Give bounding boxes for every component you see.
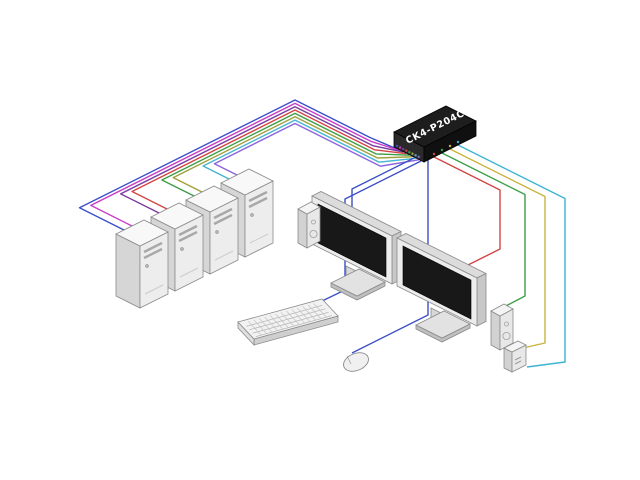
computer-2-top-face bbox=[150, 202, 204, 230]
keyboard bbox=[237, 298, 339, 347]
switch-port-icon bbox=[456, 140, 460, 144]
remote-device-top-face bbox=[503, 340, 527, 353]
key-column-icon bbox=[313, 303, 327, 318]
speaker-cone-icon bbox=[309, 229, 318, 238]
drive-bay-icon bbox=[143, 241, 163, 254]
monitor2-video-cable bbox=[433, 156, 501, 270]
cable-pc4-a bbox=[202, 119, 416, 180]
drive-bay-icon bbox=[213, 207, 233, 220]
cable-pc2-b bbox=[131, 109, 407, 210]
kvm-switch-top-face bbox=[393, 105, 477, 148]
speaker-tweeter-icon bbox=[311, 219, 316, 225]
remote-device bbox=[503, 340, 527, 373]
drive-bay-icon bbox=[178, 230, 198, 243]
switch-port-icon bbox=[440, 148, 444, 152]
kvm-switch bbox=[393, 105, 477, 163]
key-column-icon bbox=[248, 321, 262, 336]
speaker-2-top-face bbox=[490, 303, 514, 317]
cable-layer bbox=[78, 99, 566, 368]
key-column-icon bbox=[264, 316, 278, 331]
speaker-1-left-face bbox=[297, 208, 308, 249]
key-column-icon bbox=[275, 313, 289, 328]
power-button-icon bbox=[250, 213, 254, 217]
device-button-icon bbox=[514, 360, 522, 365]
device-layer bbox=[115, 105, 527, 373]
speaker-cable bbox=[441, 152, 526, 309]
key-column-icon bbox=[286, 310, 300, 325]
speaker-2 bbox=[490, 303, 514, 351]
drive-bay-icon bbox=[143, 247, 163, 260]
switch-port-icon bbox=[432, 152, 436, 156]
key-column-icon bbox=[253, 319, 267, 334]
cable-pc4-b bbox=[213, 122, 419, 176]
key-column-icon bbox=[302, 306, 316, 321]
mouse bbox=[343, 352, 369, 372]
monitor-screen bbox=[402, 245, 472, 320]
monitor-1 bbox=[311, 191, 402, 301]
switch-port-icon bbox=[417, 155, 420, 159]
monitor-2 bbox=[396, 233, 487, 343]
monitor-base bbox=[330, 268, 386, 297]
cable-pc3-b bbox=[172, 116, 413, 193]
switch-port-icon bbox=[414, 154, 417, 157]
switch-port-icon bbox=[395, 144, 399, 148]
speaker-1 bbox=[297, 201, 321, 249]
drive-bay-icon bbox=[248, 196, 268, 209]
key-column-icon bbox=[280, 312, 295, 327]
computer-4-top-face bbox=[220, 168, 274, 196]
computer-1 bbox=[115, 219, 169, 309]
switch-port-icon bbox=[405, 149, 408, 152]
computer-1-left-face bbox=[115, 233, 141, 309]
switch-port-icon bbox=[408, 151, 411, 154]
device-button-icon bbox=[514, 356, 522, 361]
peripheral-cables bbox=[321, 144, 566, 368]
cable-pc1-a bbox=[78, 99, 398, 231]
key-column-icon bbox=[291, 309, 305, 324]
speaker-2-left-face bbox=[490, 310, 501, 351]
key-column-icon bbox=[269, 315, 284, 330]
cable-pc3-a bbox=[161, 112, 410, 197]
drive-bay-icon bbox=[248, 190, 268, 203]
power-button-icon bbox=[215, 230, 219, 234]
drive-bay-icon bbox=[213, 213, 233, 226]
aux-cable bbox=[457, 144, 566, 368]
monitor-side-face bbox=[476, 272, 487, 327]
mouse-body bbox=[343, 352, 369, 372]
mouse-cable bbox=[351, 160, 429, 354]
vent-icon bbox=[249, 233, 269, 244]
monitor1-video-cable bbox=[351, 157, 415, 213]
speaker-1-top-face bbox=[297, 201, 321, 215]
power-button-icon bbox=[180, 247, 184, 251]
monitor-base bbox=[415, 310, 471, 339]
switch-port-icon bbox=[411, 152, 414, 155]
vent-icon bbox=[144, 284, 164, 295]
mouse-button-divider-icon bbox=[346, 355, 352, 365]
vent-icon bbox=[214, 250, 234, 261]
cable-pc1-b bbox=[90, 102, 401, 227]
switch-port-icon bbox=[402, 147, 405, 151]
key-column-icon bbox=[307, 304, 322, 319]
vent-icon bbox=[179, 267, 199, 278]
switch-port-icon bbox=[398, 146, 402, 149]
switch-port-icon bbox=[448, 144, 452, 148]
speaker-cone-icon bbox=[502, 331, 511, 340]
cable-bundle bbox=[78, 99, 419, 231]
computer-1-top-face bbox=[115, 219, 169, 247]
speaker-tweeter-icon bbox=[504, 321, 509, 327]
drive-bay-icon bbox=[178, 224, 198, 237]
computer-3-top-face bbox=[185, 185, 239, 213]
key-column-icon bbox=[297, 307, 311, 322]
device-cable bbox=[449, 148, 546, 351]
power-button-icon bbox=[145, 264, 149, 268]
cable-pc2-a bbox=[119, 105, 404, 214]
key-column-icon bbox=[259, 318, 273, 333]
